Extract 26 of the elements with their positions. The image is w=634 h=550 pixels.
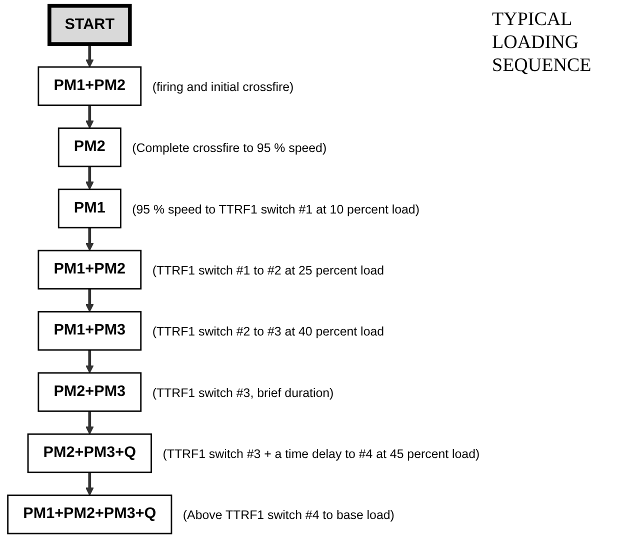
process-box: PM1+PM2 (38, 250, 142, 290)
process-box: PM2 (58, 127, 122, 168)
arrow (85, 44, 94, 68)
step-note: (Above TTRF1 switch #4 to base load) (182, 508, 394, 522)
arrow (85, 166, 94, 190)
step-note: (TTRF1 switch #3 + a time delay to #4 at 45 percent load) (162, 447, 480, 461)
step-note: (firing and initial crossfire) (152, 80, 294, 94)
step-note: (Complete crossfire to 95 % speed) (132, 141, 327, 156)
arrow (85, 472, 94, 496)
arrow (85, 105, 94, 129)
process-box: PM2+PM3+Q (27, 433, 152, 474)
step-note: (TTRF1 switch #1 to #2 at 25 percent load (152, 263, 384, 278)
arrow (85, 411, 94, 434)
arrow (85, 350, 94, 374)
step-note: (TTRF1 switch #3, brief duration) (152, 386, 334, 400)
process-box: PM1+PM2+PM3+Q (7, 494, 172, 534)
step-note: (TTRF1 switch #2 to #3 at 40 percent load (152, 324, 384, 339)
process-box: PM1+PM2 (38, 66, 142, 106)
process-box: PM2+PM3 (38, 372, 142, 412)
step-note: (95 % speed to TTRF1 switch #1 at 10 percent load) (132, 202, 420, 216)
process-box: PM1 (58, 188, 122, 228)
diagram-title: TYPICAL LOADING SEQUENCE (492, 8, 592, 77)
start-box: START (48, 4, 132, 46)
arrow (85, 228, 94, 251)
arrow (85, 288, 94, 312)
process-box: PM1+PM3 (38, 311, 142, 351)
